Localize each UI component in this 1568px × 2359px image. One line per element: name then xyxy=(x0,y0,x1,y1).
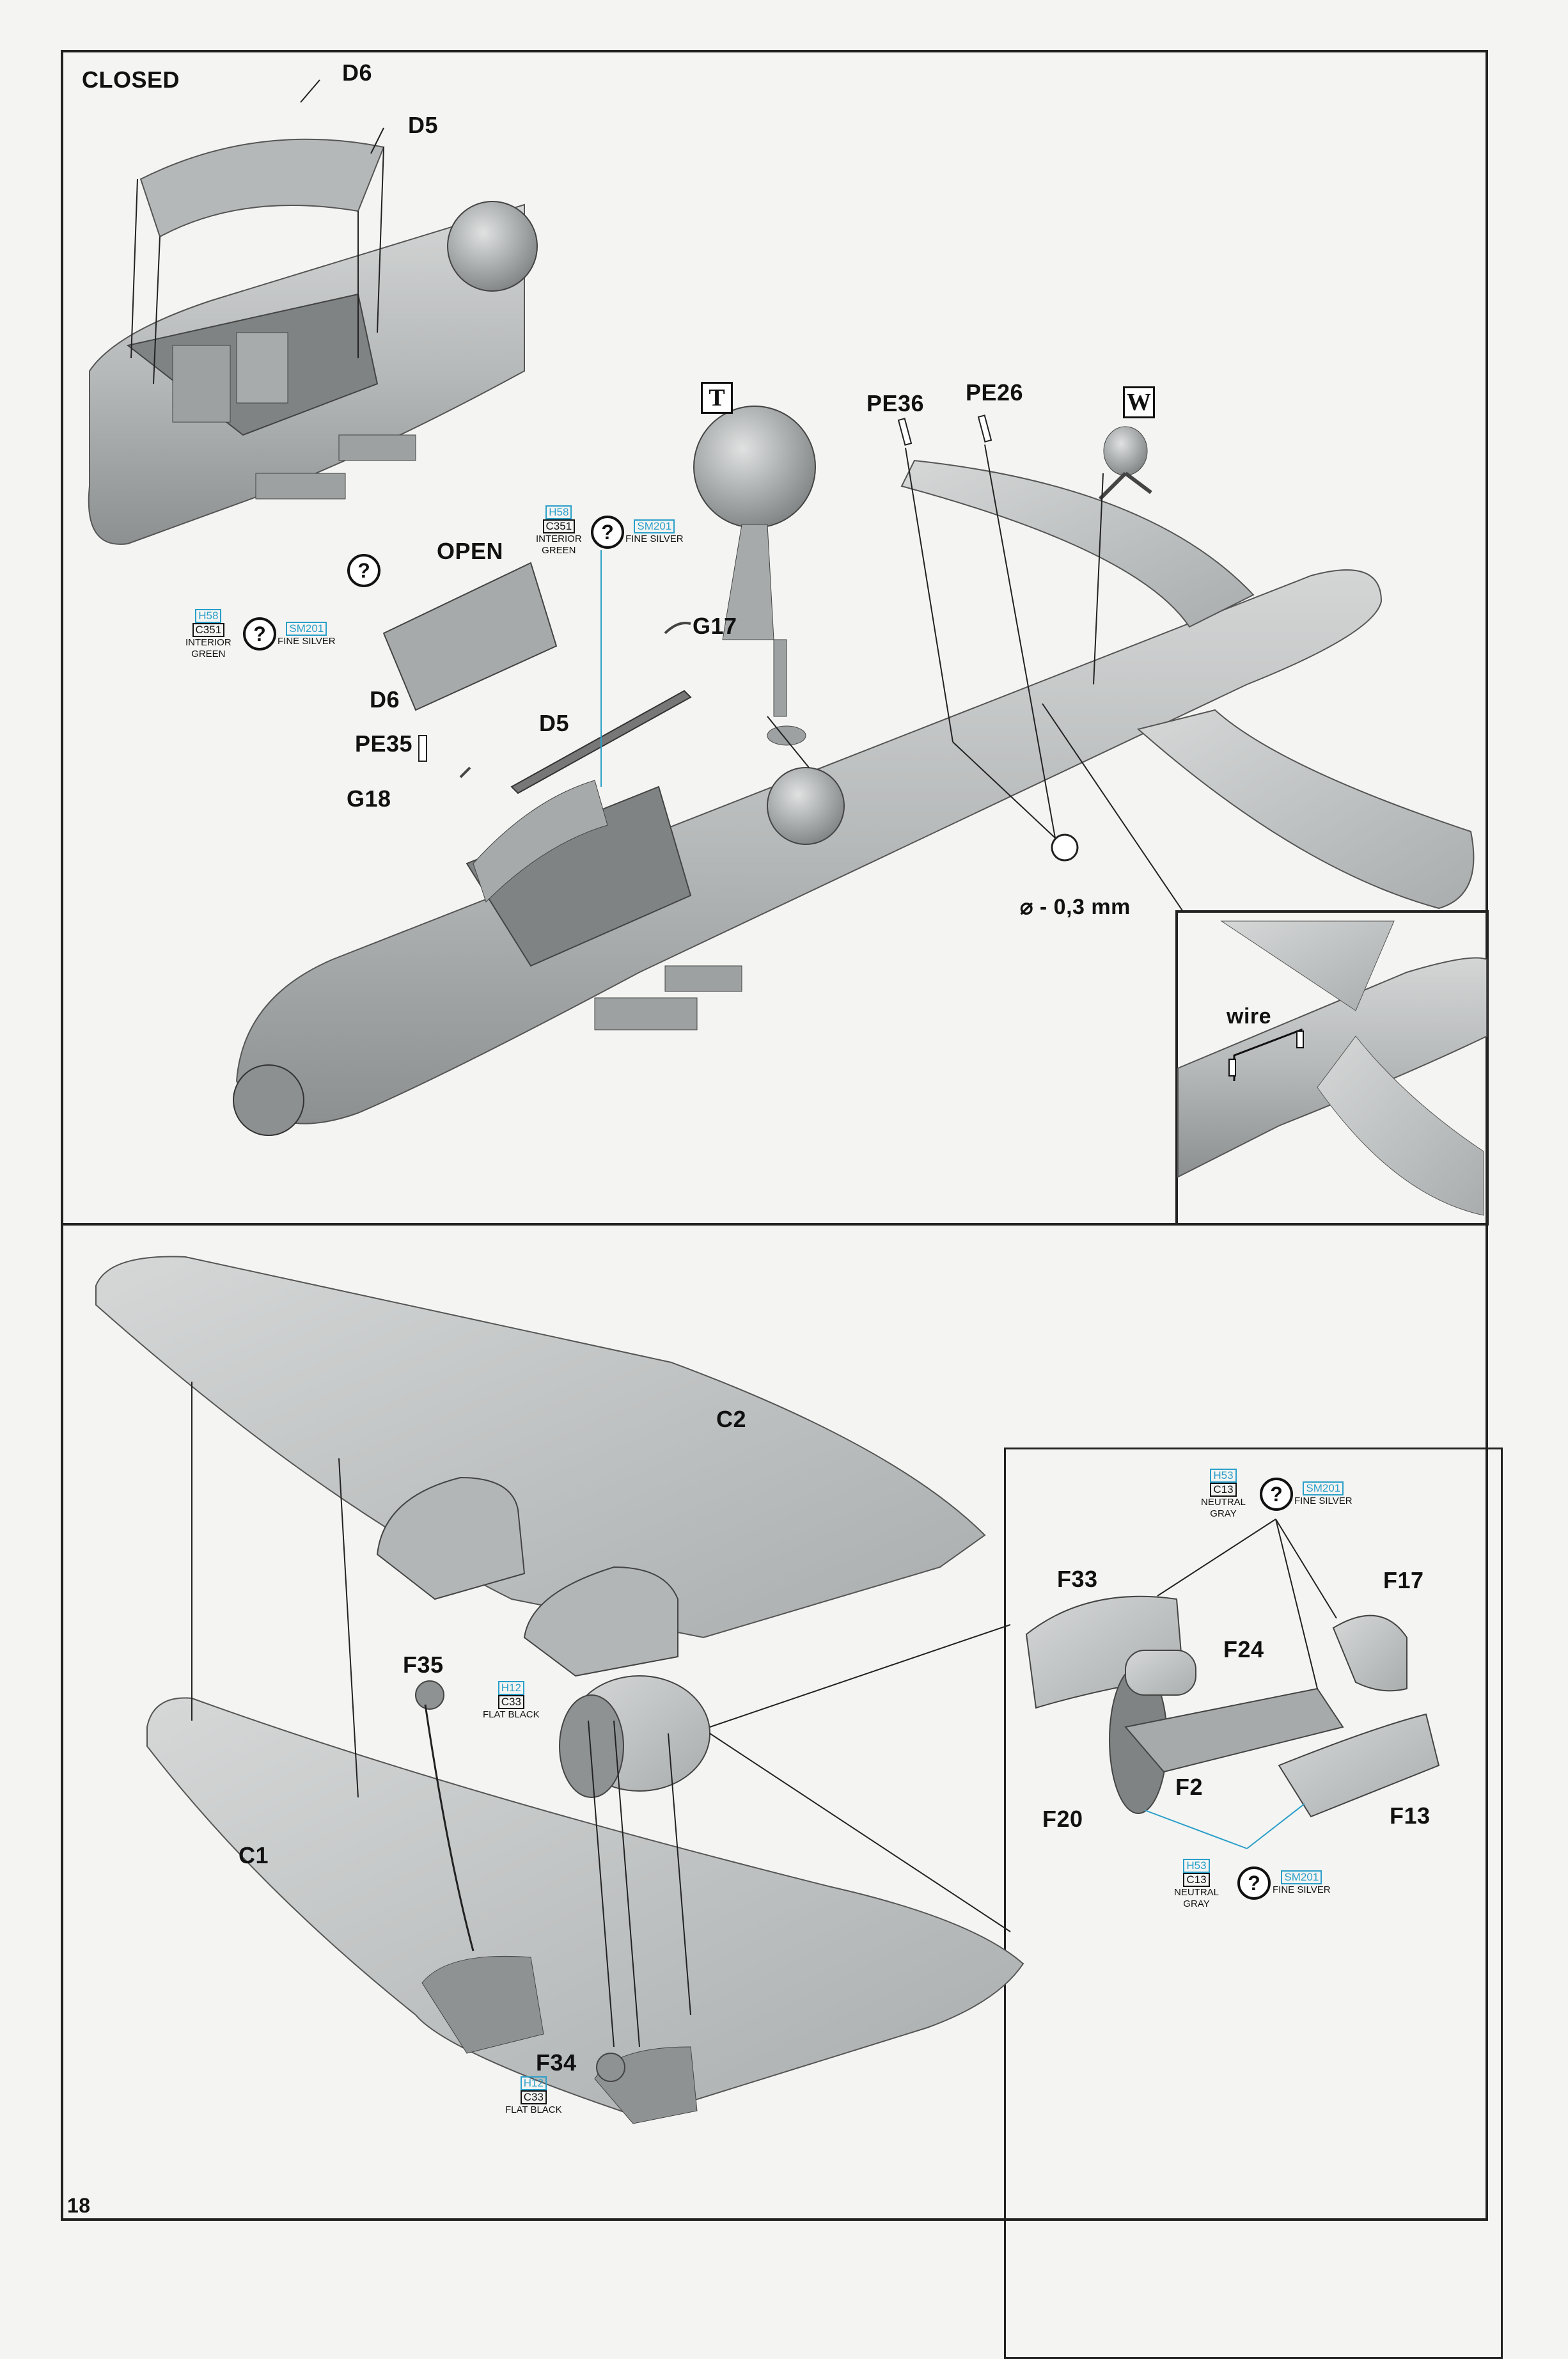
paint-callout-silver-left: SM201 FINE SILVER xyxy=(278,622,336,647)
wire-inset-drawing xyxy=(1177,920,1487,1216)
closed-label: CLOSED xyxy=(82,67,180,93)
part-label-f34: F34 xyxy=(536,2049,577,2076)
wire-label: wire xyxy=(1227,1004,1272,1029)
paint-callout-interior-left: H58 C351 INTERIOR GREEN xyxy=(185,609,231,659)
paint-callout-silver-bottom: SM201 FINE SILVER xyxy=(1273,1870,1331,1895)
help-icon: ? xyxy=(243,617,276,651)
option-box-w: W xyxy=(1123,386,1155,418)
paint-callout-neutral-gray-top: H53 C13 NEUTRAL GRAY xyxy=(1201,1469,1246,1519)
part-label-f24: F24 xyxy=(1223,1636,1264,1662)
wing-c2-drawing xyxy=(95,1256,986,1677)
part-label-f35: F35 xyxy=(403,1652,444,1678)
main-fuselage-drawing xyxy=(233,406,1475,1136)
part-label-g18: G18 xyxy=(347,785,391,812)
paint-callout-neutral-gray-bottom: H53 C13 NEUTRAL GRAY xyxy=(1174,1859,1219,1909)
part-label-c2: C2 xyxy=(716,1406,747,1432)
part-label-f17: F17 xyxy=(1383,1567,1424,1593)
part-label-f13: F13 xyxy=(1390,1803,1431,1829)
closed-fuselage-drawing xyxy=(88,79,538,545)
option-box-t: T xyxy=(701,382,733,414)
part-label-d5-closed: D5 xyxy=(408,112,439,138)
engine-detail-drawing xyxy=(1025,1519,1440,1849)
open-label: OPEN xyxy=(437,538,504,564)
part-label-c1: C1 xyxy=(239,1842,269,1868)
part-label-pe26: PE26 xyxy=(966,379,1024,406)
part-label-g17: G17 xyxy=(693,613,737,639)
part-label-pe36: PE36 xyxy=(866,390,925,416)
part-label-d6-open: D6 xyxy=(370,686,400,713)
paint-callout-interior-upper: H58 C351 INTERIOR GREEN xyxy=(536,505,582,556)
nacelle-parts-drawing xyxy=(191,1382,1011,2082)
help-icon: ? xyxy=(1260,1478,1293,1511)
part-label-d6-closed: D6 xyxy=(342,59,373,86)
paint-callout-silver-upper: SM201 FINE SILVER xyxy=(625,519,684,544)
paint-callout-flat-black-f35: H12 C33 FLAT BLACK xyxy=(483,1681,540,1720)
assembly-illustration xyxy=(88,79,1487,2124)
paint-callout-silver-top: SM201 FINE SILVER xyxy=(1294,1481,1352,1506)
bottom-panel-frame xyxy=(61,1223,1488,2221)
part-label-pe35: PE35 xyxy=(355,730,413,757)
wire-detail-inset xyxy=(1175,910,1489,1226)
paint-callout-flat-black-f34: H12 C33 FLAT BLACK xyxy=(505,2076,562,2115)
part-label-f20: F20 xyxy=(1042,1806,1083,1832)
part-label-f33: F33 xyxy=(1057,1566,1098,1592)
help-icon: ? xyxy=(1237,1866,1271,1900)
help-icon: ? xyxy=(591,516,624,549)
page-number: 18 xyxy=(67,2194,91,2217)
part-label-d5-open: D5 xyxy=(539,710,570,736)
help-icon: ? xyxy=(347,554,380,587)
part-label-f2: F2 xyxy=(1175,1774,1203,1800)
drill-note: ⌀ - 0,3 mm xyxy=(1020,895,1131,919)
